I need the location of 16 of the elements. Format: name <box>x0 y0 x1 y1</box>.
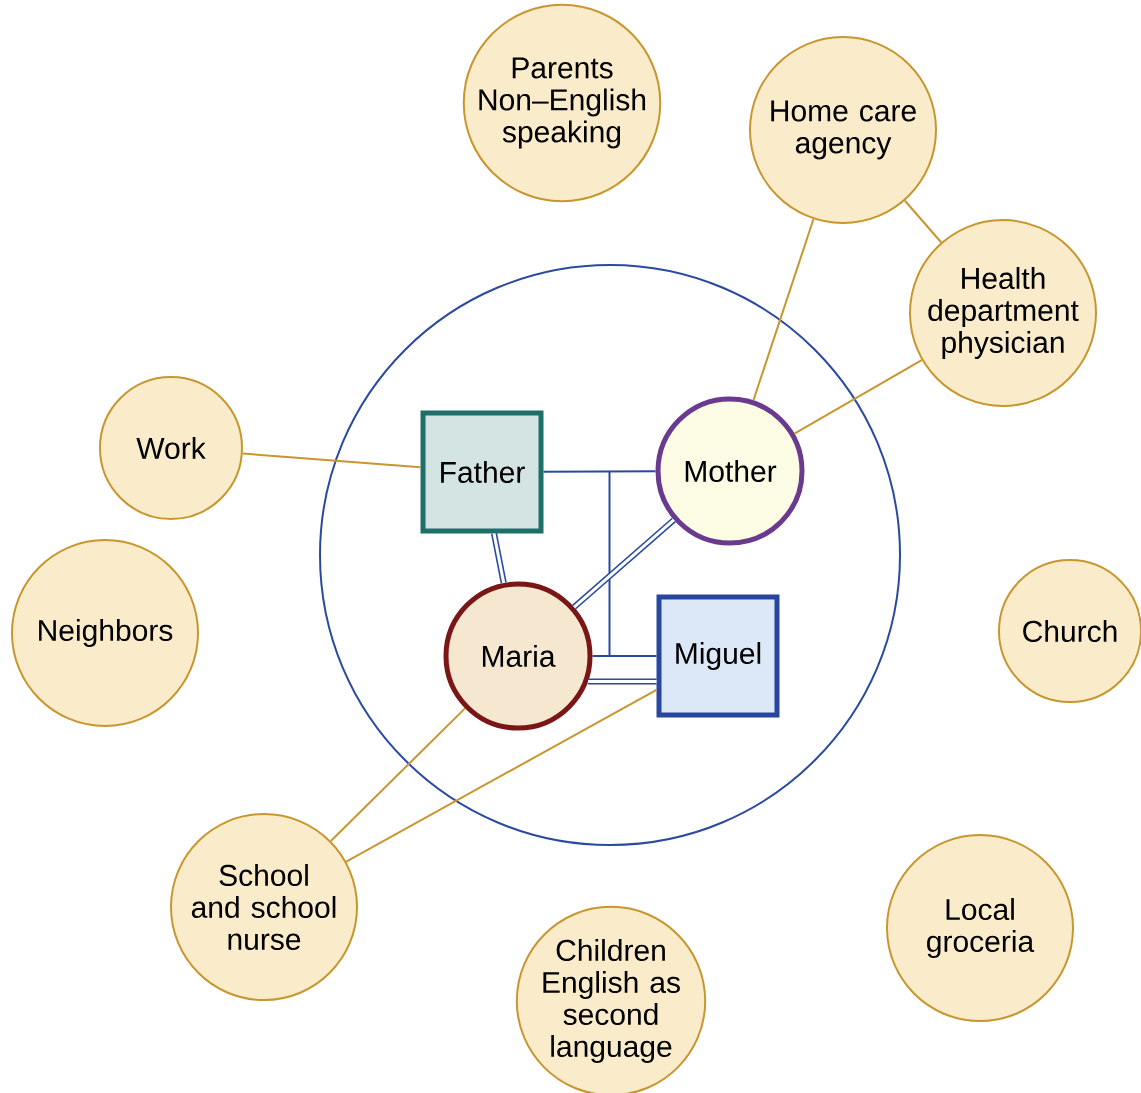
connector-line <box>752 218 815 402</box>
square-node: Father <box>420 410 544 534</box>
connector-line <box>241 452 422 469</box>
double-line <box>491 532 507 584</box>
circle-node: Mother <box>655 396 805 546</box>
connector-line <box>903 199 943 244</box>
connector-line <box>345 688 658 863</box>
connector-line <box>542 470 657 473</box>
square-node: Miguel <box>656 594 780 718</box>
family-circle <box>319 264 901 846</box>
connector-line <box>793 359 923 435</box>
circle-node: Maria <box>443 581 593 731</box>
double-line <box>588 678 657 685</box>
connector-line <box>591 655 658 657</box>
double-line <box>572 517 676 610</box>
connector-line <box>329 707 466 842</box>
